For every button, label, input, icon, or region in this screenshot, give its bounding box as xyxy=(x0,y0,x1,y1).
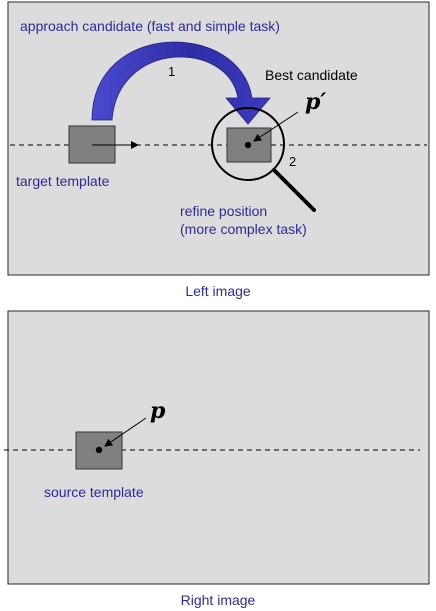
refine-line-1: refine position xyxy=(180,203,267,219)
approach-arrow xyxy=(91,41,271,125)
magnifier-lens xyxy=(211,107,285,181)
left-image-panel: approach candidate (fast and simple task… xyxy=(7,1,430,276)
step-1-label: 1 xyxy=(168,64,175,79)
left-image-caption: Left image xyxy=(185,283,251,299)
best-point-symbol: p′ xyxy=(305,89,326,115)
candidate-pointer-arrow xyxy=(253,111,299,142)
source-pointer-arrow xyxy=(104,417,147,447)
source-point-symbol: p xyxy=(150,398,166,424)
right-image-caption: Right image xyxy=(181,592,256,608)
approach-heading: approach candidate (fast and simple task… xyxy=(20,18,280,34)
refine-line-2: (more complex task) xyxy=(180,221,307,237)
source-point xyxy=(95,446,103,454)
right-panel-background xyxy=(7,310,430,585)
magnifier-handle xyxy=(272,168,316,212)
candidate-point xyxy=(244,141,252,149)
step-2-label: 2 xyxy=(289,154,296,169)
target-template-label: target template xyxy=(16,173,110,189)
source-template-label: source template xyxy=(44,484,144,500)
right-image-panel: p source template xyxy=(4,310,430,585)
best-candidate-label: Best candidate xyxy=(265,67,358,83)
